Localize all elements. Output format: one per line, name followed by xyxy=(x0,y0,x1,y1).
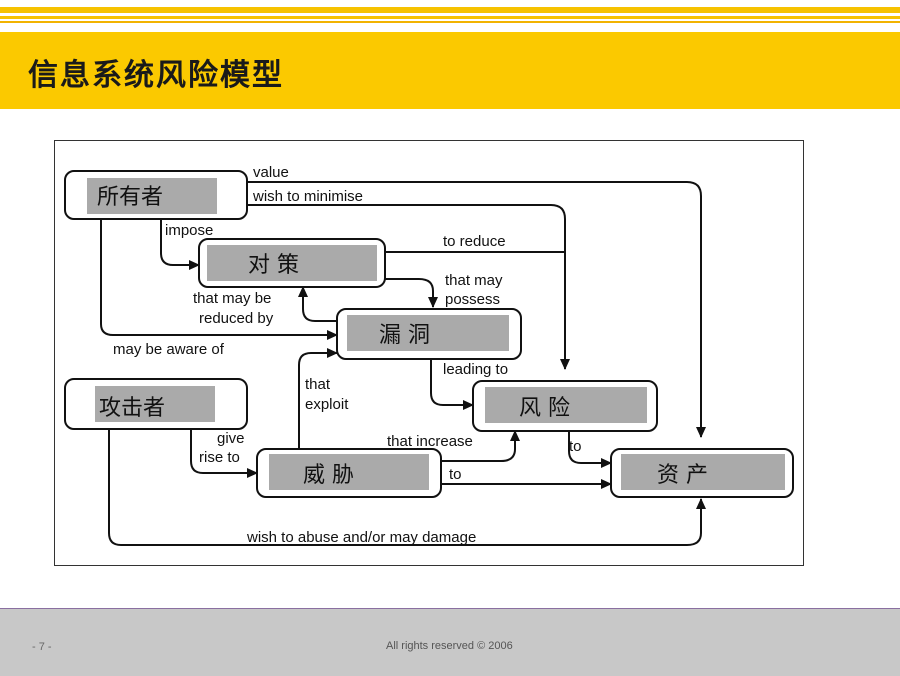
node-risk-label: 风 险 xyxy=(519,396,570,421)
node-vulnerability-label: 漏 洞 xyxy=(379,323,430,348)
edge-owner-impose-countermeasure xyxy=(160,219,200,270)
edge-label-leading-to: leading to xyxy=(443,361,508,378)
header-stripe-top xyxy=(0,7,900,13)
node-vulnerability: 漏 洞 xyxy=(336,308,522,360)
risk-model-diagram: 所有者 对 策 漏 洞 攻击者 威 胁 风 险 xyxy=(54,140,804,566)
header-stripe-middle xyxy=(0,16,900,19)
edge-label-may-be-aware-of: may be aware of xyxy=(113,341,225,358)
diagram-canvas: 所有者 对 策 漏 洞 攻击者 威 胁 风 险 xyxy=(64,164,794,546)
edge-vulnerability-reducedby-countermeasure xyxy=(298,286,337,322)
page-number: - 7 - xyxy=(32,641,52,653)
edge-label-impose: impose xyxy=(165,222,213,239)
node-asset: 资 产 xyxy=(610,448,794,498)
edge-label-that-increase: that increase xyxy=(387,433,473,450)
edge-owner-minimise-risk xyxy=(247,204,570,370)
edge-label-that-may-be: that may be xyxy=(193,290,271,307)
copyright-notice: All rights reserved © 2006 xyxy=(386,640,513,652)
edge-label-exploit: exploit xyxy=(305,396,349,413)
node-countermeasure: 对 策 xyxy=(198,238,386,288)
page-title: 信息系统风险模型 xyxy=(28,58,284,93)
edge-threat-increase-risk xyxy=(441,430,520,462)
node-owner: 所有者 xyxy=(64,170,248,220)
edge-threat-exploit-vulnerability xyxy=(298,348,338,449)
edge-label-that-may: that may xyxy=(445,272,503,289)
header-stripe-bottom xyxy=(0,21,900,23)
edge-label-give: give xyxy=(217,430,245,447)
edge-label-reduced-by: reduced by xyxy=(199,310,274,327)
node-asset-label: 资 产 xyxy=(657,463,708,488)
edge-label-wish-to-abuse: wish to abuse and/or may damage xyxy=(246,529,476,546)
node-threat-label: 威 胁 xyxy=(303,463,354,488)
edge-owner-value-asset xyxy=(247,181,706,438)
edge-label-threat-to: to xyxy=(449,466,462,483)
edge-label-rise-to: rise to xyxy=(199,449,240,466)
node-owner-label: 所有者 xyxy=(97,185,163,210)
edge-label-possess: possess xyxy=(445,291,500,308)
edge-label-risk-to: to xyxy=(569,438,582,455)
node-threat: 威 胁 xyxy=(256,448,442,498)
edge-label-to-reduce: to reduce xyxy=(443,233,506,250)
edge-vulnerability-leading-risk xyxy=(430,359,474,410)
title-bar: 信息系统风险模型 xyxy=(0,32,900,109)
edge-attacker-riseto-threat xyxy=(190,429,258,478)
node-countermeasure-label: 对 策 xyxy=(248,253,299,278)
node-attacker-label: 攻击者 xyxy=(99,396,165,421)
edge-label-wish-to-minimise: wish to minimise xyxy=(252,188,363,205)
edge-risk-to-asset xyxy=(568,431,612,468)
edge-label-value: value xyxy=(253,164,289,181)
footer: - 7 - All rights reserved © 2006 xyxy=(0,608,900,676)
edge-countermeasure-possess-vulnerability xyxy=(385,278,438,308)
node-attacker: 攻击者 xyxy=(64,378,248,430)
node-risk: 风 险 xyxy=(472,380,658,432)
edge-owner-aware-vulnerability xyxy=(100,219,338,340)
edge-label-that: that xyxy=(305,376,331,393)
edge-attacker-abuse-asset xyxy=(108,429,706,546)
